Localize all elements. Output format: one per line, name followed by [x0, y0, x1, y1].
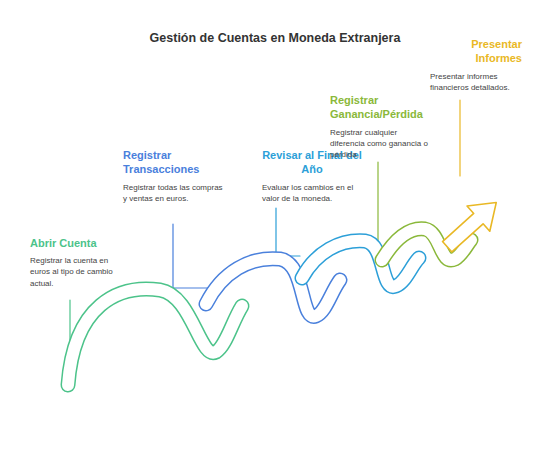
stage-heading: Registrar Ganancia/Pérdida — [330, 93, 430, 122]
stage-description: Registrar cualquier diferencia como gana… — [330, 127, 430, 161]
ribbon-segment — [302, 241, 419, 287]
stage-description: Presentar informes financieros detallado… — [430, 71, 522, 93]
stage-label: Registrar TransaccionesRegistrar todas l… — [123, 148, 228, 204]
ribbon-segment — [68, 289, 242, 385]
diagram-title: Gestión de Cuentas en Moneda Extranjera — [0, 31, 550, 45]
leader-line — [276, 208, 300, 256]
stage-label: Abrir CuentaRegistrar la cuenta en euros… — [30, 236, 130, 289]
stage-description: Registrar la cuenta en euros al tipo de … — [30, 255, 130, 289]
stage-label: Registrar Ganancia/PérdidaRegistrar cual… — [330, 93, 430, 160]
ribbon-segment — [206, 259, 340, 317]
stage-label: Presentar InformesPresentar informes fin… — [430, 37, 522, 93]
stage-heading: Abrir Cuenta — [30, 236, 130, 250]
leader-line — [173, 224, 212, 288]
stage-heading: Presentar Informes — [430, 37, 522, 66]
stage-description: Evaluar los cambios en el valor de la mo… — [262, 182, 362, 204]
stage-heading: Registrar Transacciones — [123, 148, 228, 177]
leader-line — [459, 100, 460, 176]
stage-description: Registrar todas las compras y ventas en … — [123, 182, 228, 204]
leader-line — [377, 162, 378, 242]
arrow-head — [436, 190, 508, 259]
